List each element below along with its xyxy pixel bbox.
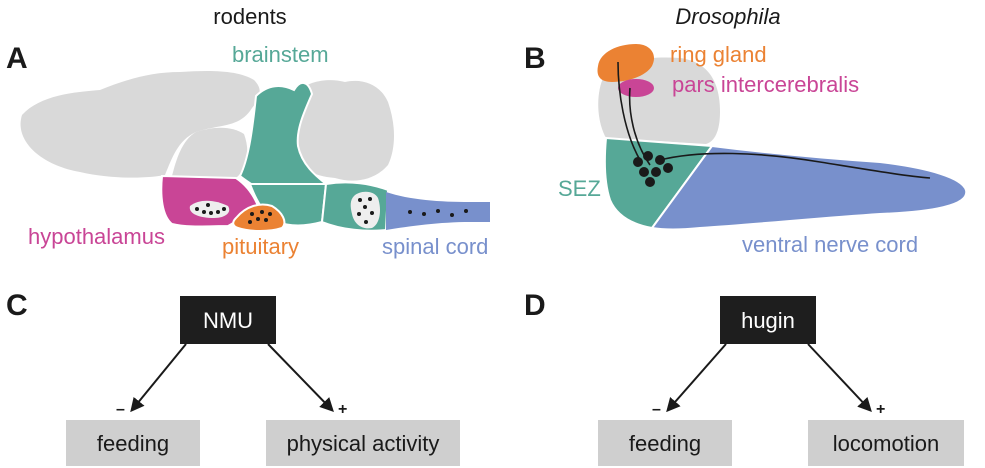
vnc-label: ventral nerve cord — [742, 232, 918, 257]
arrow-nmu-feeding — [130, 343, 187, 413]
feeding-label-c: feeding — [97, 431, 169, 456]
medulla-dots — [357, 197, 374, 224]
locomotion-label: locomotion — [833, 431, 939, 456]
pars-intercerebralis-label: pars intercerebralis — [672, 72, 859, 97]
ring-gland-region — [597, 44, 655, 82]
hypothalamus-label: hypothalamus — [28, 224, 165, 249]
sign-plus-c: + — [338, 401, 347, 418]
feeding-box-c — [66, 420, 200, 466]
ring-gland-label: ring gland — [670, 42, 767, 67]
pituitary-dots — [248, 210, 272, 224]
panel-letter-b: B — [524, 42, 546, 75]
sign-plus-d: + — [876, 401, 885, 418]
cerebrum — [20, 70, 260, 178]
rodents-title: rodents — [213, 4, 286, 29]
brainstem-label: brainstem — [232, 42, 329, 67]
sez-region — [603, 136, 714, 230]
sign-minus-d: – — [652, 401, 661, 418]
hypothalamus-nucleus — [189, 200, 230, 218]
rodent-brain — [20, 70, 490, 232]
locomotion-box — [808, 420, 964, 466]
physical-activity-box — [266, 420, 460, 466]
hugin-cell-bodies — [633, 151, 673, 187]
diagram-c: NMU – + feeding physical activity — [66, 296, 460, 466]
brainstem-region — [238, 82, 328, 194]
sez-label: SEZ — [558, 176, 601, 201]
panel-letter-c: C — [6, 289, 28, 322]
arrow-nmu-activity — [267, 343, 334, 413]
nmu-box — [180, 296, 276, 344]
vnc-region — [650, 144, 968, 231]
feeding-box-d — [598, 420, 732, 466]
drosophila-title: Drosophila — [675, 4, 780, 29]
panel-letter-d: D — [524, 289, 546, 322]
fly-cns — [597, 44, 968, 231]
diagram-d: hugin – + feeding locomotion — [598, 296, 964, 466]
spinal-cord-dots — [408, 209, 468, 217]
panel-letter-a: A — [6, 42, 28, 75]
medulla-nucleus — [350, 191, 380, 229]
sign-minus-c: – — [116, 401, 125, 418]
cerebellum — [289, 80, 394, 181]
nmu-label: NMU — [203, 308, 253, 333]
hugin-box — [720, 296, 816, 344]
hugin-label: hugin — [741, 308, 795, 333]
pituitary-label: pituitary — [222, 234, 299, 259]
hypothalamus-dots — [195, 203, 226, 215]
spinal-cord-label: spinal cord — [382, 234, 488, 259]
physical-activity-label: physical activity — [287, 431, 440, 456]
arrow-hugin-feeding — [666, 343, 727, 413]
midbrain — [172, 127, 248, 178]
pars-intercerebralis-region — [618, 79, 654, 97]
arrow-hugin-locomotion — [807, 343, 872, 413]
feeding-label-d: feeding — [629, 431, 701, 456]
